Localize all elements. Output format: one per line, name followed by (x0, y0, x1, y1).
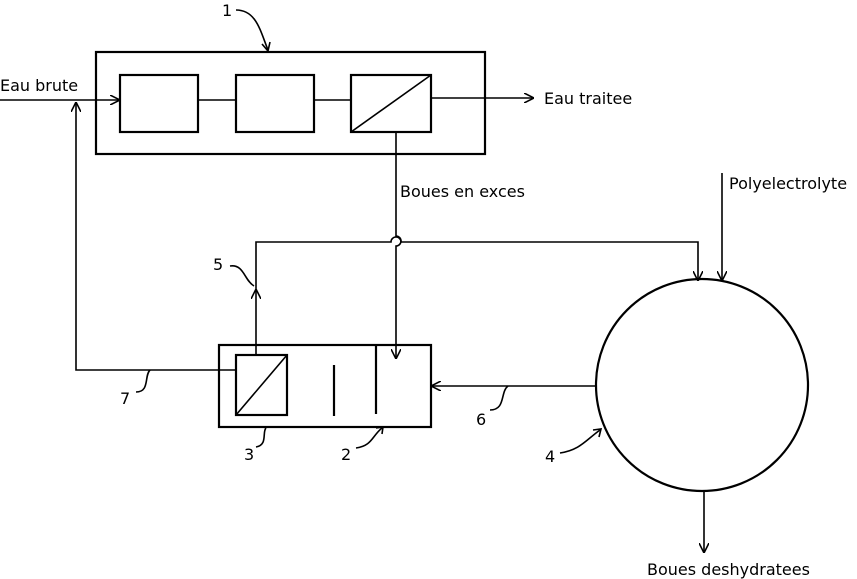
excess-sludge-label: Boues en exces (400, 182, 525, 201)
recycle-line-7 (76, 103, 236, 371)
ref-3: 3 (244, 445, 254, 464)
dewatering-unit (594, 277, 810, 493)
ref-1: 1 (222, 1, 232, 20)
membrane-filter-secondary (234, 353, 289, 417)
leader-4 (559, 429, 601, 454)
leader-5 (229, 265, 255, 287)
ref-5: 5 (213, 255, 223, 274)
recycle-line-5-top (255, 236, 698, 290)
leader-1 (235, 9, 269, 51)
leader-3 (255, 427, 267, 448)
ref-6: 6 (476, 410, 486, 429)
leader-2-head (375, 426, 384, 435)
membrane-diagonal-main (350, 74, 432, 133)
dewatered-sludge-label: Boues deshydratees (647, 560, 810, 579)
treatment-stage-2 (234, 73, 316, 134)
membrane-filter-main (349, 73, 433, 134)
treatment-unit (94, 50, 487, 156)
treatment-stage-1 (118, 73, 200, 134)
leader-6 (489, 385, 509, 411)
ref-4: 4 (545, 447, 555, 466)
treatment-unit-frame (94, 50, 487, 156)
ref-7: 7 (120, 389, 130, 408)
raw-water-label: Eau brute (0, 76, 78, 95)
membrane-diagonal-secondary (235, 354, 288, 416)
leader-4-head (592, 428, 603, 438)
polyelectrolyte-label: Polyelectrolyte (729, 174, 847, 193)
leader-1-head (261, 41, 271, 53)
leader-7 (135, 369, 151, 393)
ref-2: 2 (341, 445, 351, 464)
excess-sludge-line (396, 132, 402, 358)
treated-water-label: Eau traitee (544, 89, 632, 108)
leader-2 (355, 427, 383, 449)
sludge-tank-unit (217, 343, 433, 429)
